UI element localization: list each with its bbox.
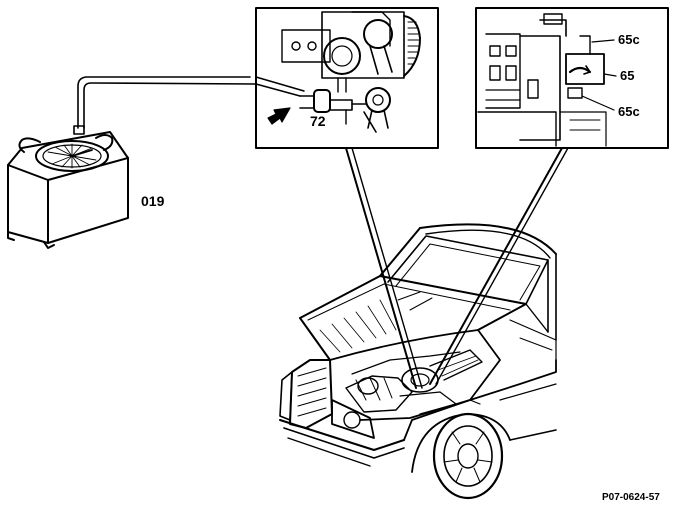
vacuum-tester-icon: 019 [7,125,165,249]
detail-box-valve: 65c 65 65c [475,7,669,149]
valve-bottom-label: 65c [618,104,640,119]
detail-box-connector: 72 [255,7,439,149]
valve-top-label: 65c [618,32,640,47]
test-hose [77,76,305,129]
tester-label: 019 [141,193,165,209]
figure-code: P07-0624-57 [602,492,660,503]
arrow-icon [267,107,291,125]
connector-label: 72 [310,113,326,129]
callout-lines [345,147,569,389]
valve-label: 65 [620,68,634,83]
car-icon [279,223,557,500]
